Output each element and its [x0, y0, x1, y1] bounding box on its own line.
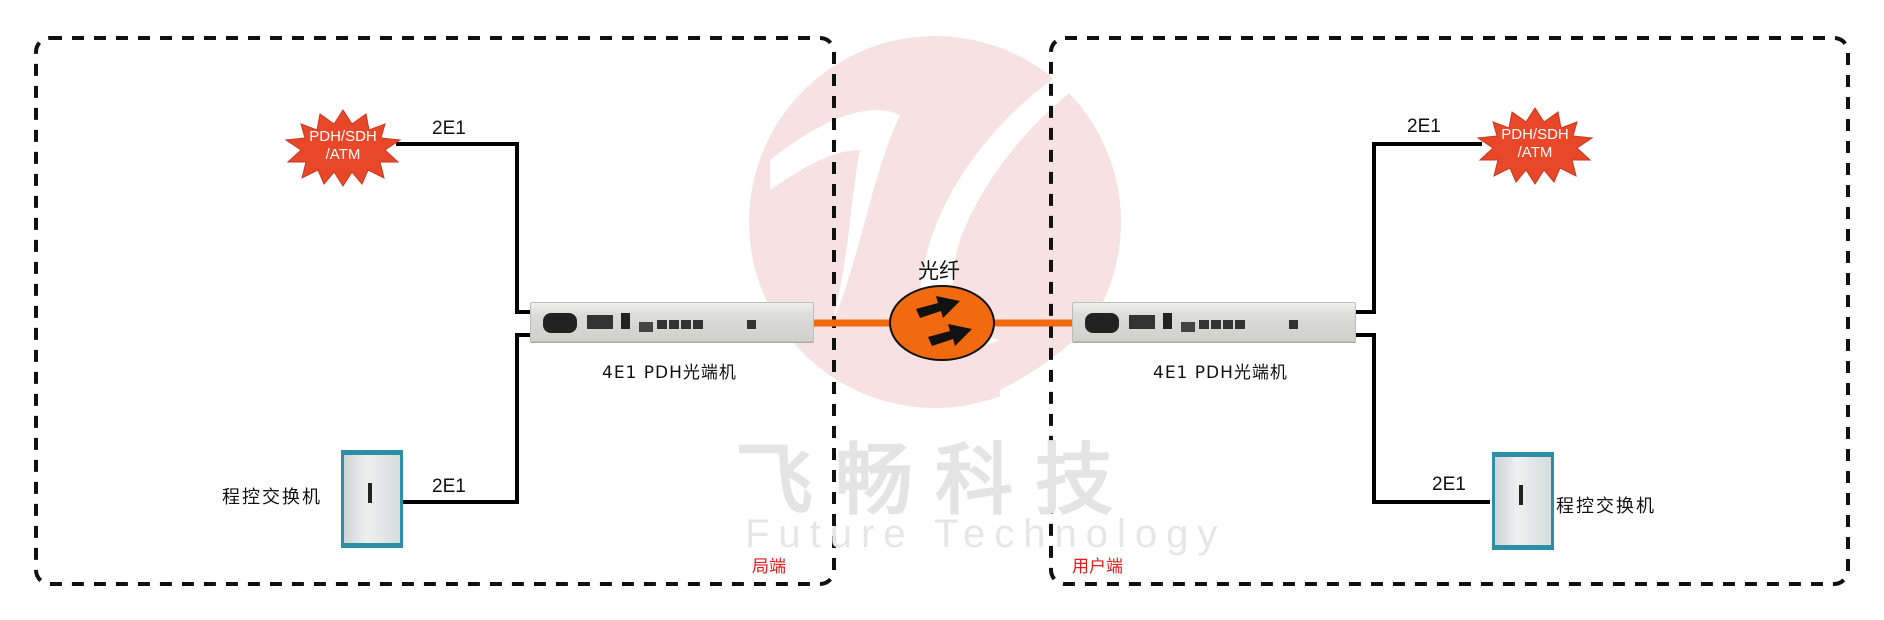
- right-lower-e1-link: [1354, 333, 1490, 504]
- right-network-cloud-line2: /ATM: [1517, 144, 1553, 161]
- local-region-label: 局端: [752, 557, 786, 577]
- left-upper-e1-link: [396, 142, 532, 314]
- left-pdh-optical-terminal: [530, 302, 814, 342]
- console-port-icon: [1289, 320, 1298, 329]
- right-device-label: 4E1 PDH光端机: [1153, 363, 1288, 383]
- right-network-cloud-label: PDH/SDH /ATM: [1480, 126, 1590, 162]
- right-pdh-optical-terminal: [1072, 302, 1356, 342]
- power-switch-icon: [1163, 313, 1172, 329]
- remote-region-label: 用户端: [1072, 557, 1123, 577]
- dc-terminal-icon: [587, 315, 613, 329]
- e1-port-3-icon: [681, 320, 691, 329]
- left-upper-e1-label: 2E1: [432, 118, 466, 139]
- left-network-cloud-label: PDH/SDH /ATM: [288, 128, 398, 164]
- left-network-cloud-line2: /ATM: [325, 146, 361, 163]
- power-socket-icon: [1085, 313, 1119, 333]
- left-device-label: 4E1 PDH光端机: [602, 363, 737, 383]
- right-network-cloud-icon: [1476, 107, 1594, 185]
- right-upper-e1-label: 2E1: [1407, 116, 1441, 137]
- watermark-company-cn: 飞畅科技: [735, 435, 1136, 526]
- power-socket-icon: [543, 313, 577, 333]
- e1-port-1-icon: [657, 320, 667, 329]
- right-switch-label: 程控交换机: [1556, 496, 1656, 517]
- right-network-cloud-line1: PDH/SDH: [1501, 126, 1569, 143]
- e1-port-3-icon: [1223, 320, 1233, 329]
- watermark-company-en: Future Technology: [745, 512, 1227, 556]
- e1-port-4-icon: [1235, 320, 1245, 329]
- console-port-icon: [747, 320, 756, 329]
- e1-port-4-icon: [693, 320, 703, 329]
- fiber-converter-icon: [889, 285, 995, 361]
- right-upper-e1-link: [1354, 142, 1482, 314]
- left-lower-e1-label: 2E1: [432, 476, 466, 497]
- left-network-cloud-line1: PDH/SDH: [309, 128, 377, 145]
- local-region-border: [34, 36, 836, 586]
- e1-port-1-icon: [1199, 320, 1209, 329]
- left-network-cloud-icon: [284, 109, 402, 187]
- right-lower-e1-label: 2E1: [1432, 474, 1466, 495]
- e1-port-2-icon: [1211, 320, 1221, 329]
- fiber-port-icon: [1181, 322, 1195, 332]
- left-switch-label: 程控交换机: [222, 487, 322, 508]
- left-pbx-cabinet-icon: [341, 450, 403, 548]
- fiber-port-icon: [639, 322, 653, 332]
- left-lower-e1-link: [396, 333, 532, 504]
- remote-region-border: [1049, 36, 1850, 586]
- e1-port-2-icon: [669, 320, 679, 329]
- dc-terminal-icon: [1129, 315, 1155, 329]
- right-pbx-cabinet-icon: [1492, 452, 1554, 550]
- fiber-label: 光纤: [918, 259, 960, 283]
- power-switch-icon: [621, 313, 630, 329]
